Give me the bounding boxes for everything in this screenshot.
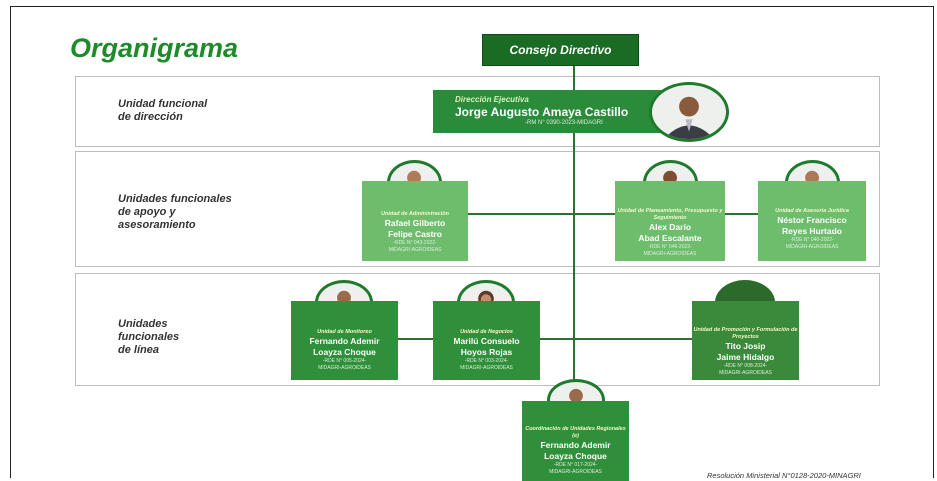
line-unit-card: Unidad de Monitoreo Fernando Ademir Loay…	[291, 301, 398, 380]
support-unit-card: Unidad de Planeamiento, Presupuesto y Se…	[615, 181, 725, 261]
line-unit-card: Unidad de Negocios Marilú Consuelo Hoyos…	[433, 301, 540, 380]
connector-line-horizontal	[398, 338, 693, 340]
executive-role: Dirección Ejecutiva	[455, 95, 529, 104]
person-photo-icon	[649, 82, 729, 142]
support-unit-card: Unidad de Asesoría Jurídica Néstor Franc…	[758, 181, 866, 261]
council-box: Consejo Directivo	[482, 34, 639, 66]
band-label-support: Unidades funcionales de apoyo y asesoram…	[118, 193, 232, 231]
line-unit-card: Unidad de Promoción y Formulación de Pro…	[692, 301, 799, 380]
page-title: Organigrama	[70, 33, 239, 63]
band-support	[75, 151, 880, 267]
band-label-direction: Unidad funcional de dirección	[118, 98, 208, 123]
connector-support-horizontal	[468, 213, 758, 215]
executive-resolution: -RM N° 0390-2023-MIDAGRI	[525, 120, 603, 126]
executive-name: Jorge Augusto Amaya Castillo	[455, 105, 629, 119]
connector-vertical-main	[573, 66, 575, 401]
support-unit-card: Unidad de Administración Rafael Gilberto…	[362, 181, 468, 261]
footer-resolution: Resolución Ministerial N°0128-2020-MINAG…	[707, 471, 861, 480]
band-label-line: Unidades funcionales de línea	[118, 318, 180, 356]
regional-coordination-card: Coordinación de Unidades Regionales (e) …	[522, 401, 629, 481]
page-frame	[10, 6, 934, 478]
